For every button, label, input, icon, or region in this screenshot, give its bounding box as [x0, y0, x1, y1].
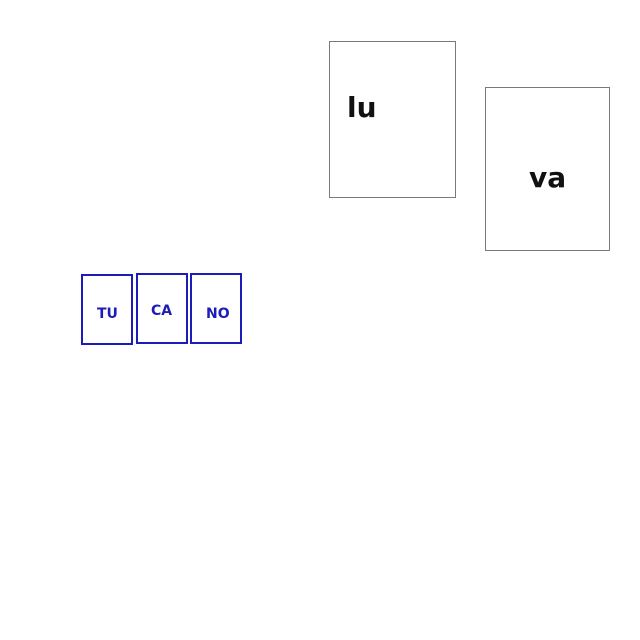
syllable-card-label: va: [529, 161, 567, 194]
syllable-card-label: lu: [347, 91, 377, 124]
syllable-tile-label: CA: [151, 303, 173, 319]
syllable-tile-no[interactable]: NO: [190, 273, 242, 344]
syllable-tile-ca[interactable]: CA: [136, 273, 188, 344]
syllable-card-lu[interactable]: lu: [329, 41, 456, 198]
syllable-tile-label: NO: [206, 306, 230, 322]
syllable-tile-label: TU: [97, 306, 118, 322]
syllable-tile-tu[interactable]: TU: [81, 274, 133, 345]
syllable-card-va[interactable]: va: [485, 87, 610, 251]
